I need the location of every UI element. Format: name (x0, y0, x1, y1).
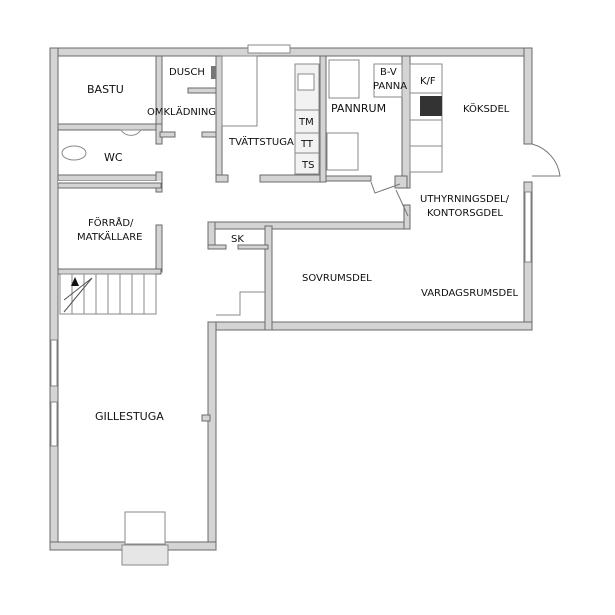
room-forrad-1: FÖRRÅD/ (88, 216, 134, 229)
room-uthyrning-1: UTHYRNINGSDEL/ (420, 194, 510, 205)
arrow-up-icon (71, 277, 79, 286)
window (247, 44, 291, 54)
sink-icon (120, 129, 142, 136)
boiler-label-1: B-V (380, 67, 397, 78)
window (50, 401, 58, 447)
room-vardagsrumsdel: VARDAGSRUMSDEL (421, 288, 519, 299)
room-wc: WC (104, 151, 123, 164)
room-bastu: BASTU (87, 83, 124, 96)
fridge-label: K/F (420, 76, 436, 87)
room-uthyrning-2: KONTORSGDEL (427, 208, 503, 219)
appliance-tm: TM (298, 117, 314, 128)
room-labels: BASTU DUSCH OMKLÄDNING WC TVÄTTSTUGA TM … (77, 67, 519, 423)
fireplace-hearth (121, 544, 169, 566)
staircase[interactable] (59, 273, 157, 315)
appliance-ts: TS (301, 160, 314, 171)
room-sovrumsdel: SOVRUMSDEL (302, 273, 372, 284)
stove-icon (420, 96, 442, 116)
room-omkladning: OMKLÄDNING (147, 105, 216, 118)
entrance-door[interactable] (531, 143, 561, 177)
room-pannrum: PANNRUM (331, 102, 386, 115)
appliance-tt: TT (300, 139, 314, 150)
door[interactable] (395, 189, 409, 217)
toilet-icon (61, 145, 87, 161)
fireplace (124, 511, 166, 545)
fixtures (50, 44, 561, 566)
window (524, 191, 532, 263)
sink-icon (297, 73, 315, 91)
room-sk: SK (231, 234, 244, 245)
window (50, 339, 58, 387)
door[interactable] (370, 181, 401, 194)
room-dusch: DUSCH (169, 67, 205, 78)
room-forrad-2: MATKÄLLARE (77, 230, 143, 243)
room-gillestuga: GILLESTUGA (95, 410, 164, 423)
room-tvattstuga: TVÄTTSTUGA (228, 135, 294, 148)
boiler-label-2: PANNA (373, 81, 407, 92)
room-koksdel: KÖKSDEL (463, 102, 510, 115)
